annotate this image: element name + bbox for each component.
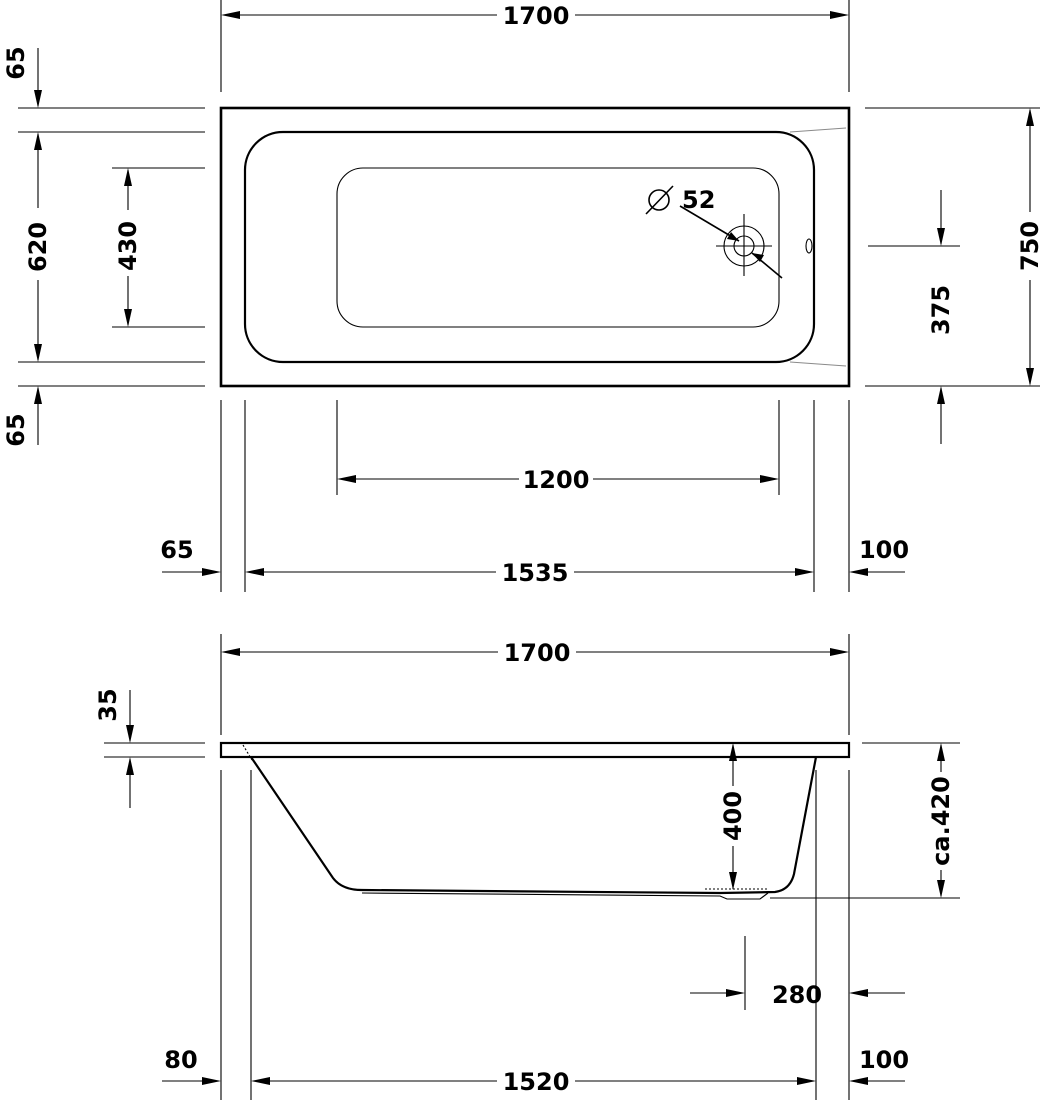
rim-bottom-label: 65	[2, 413, 30, 446]
floor-length-label: 1200	[523, 466, 590, 494]
dim-overall-width	[1014, 108, 1046, 386]
dim-floor-width	[112, 168, 144, 327]
top-view: 52 1700 65 620	[2, 0, 1046, 592]
overflow-icon	[805, 238, 813, 254]
dim-overall-length	[220, 0, 850, 92]
rim-thickness-label: 35	[94, 688, 122, 721]
rim-top-label: 65	[2, 46, 30, 79]
drain-offset-label: 375	[927, 285, 955, 335]
overall-width-label: 750	[1016, 221, 1044, 271]
floor-width-label: 430	[114, 221, 142, 271]
overall-length-label: 1700	[503, 2, 570, 30]
rim-right-label: 100	[859, 536, 909, 564]
dim-rim-left	[162, 568, 221, 576]
side-bottom-extension-lines	[220, 770, 850, 1100]
tub-base-line	[361, 892, 769, 900]
side-overall-length-label: 1700	[504, 639, 571, 667]
dim-rim-top	[34, 48, 42, 108]
dim-inner-length	[245, 558, 814, 586]
dim-drain-offset	[937, 190, 945, 444]
dim-side-rim-right	[849, 1077, 905, 1085]
side-view: 1700 35 400	[94, 634, 960, 1100]
inner-length-label: 1535	[502, 559, 569, 587]
diameter-icon	[645, 185, 674, 215]
tub-rim-profile	[219, 741, 851, 759]
dim-depth	[717, 743, 749, 890]
drain-distance-label: 280	[772, 981, 822, 1009]
side-rim-right-label: 100	[859, 1046, 909, 1074]
side-rim-left-label: 80	[164, 1046, 197, 1074]
dim-floor-length	[337, 465, 779, 493]
side-right-extension-lines	[770, 742, 960, 899]
left-extension-lines	[18, 107, 205, 387]
dim-rim-thickness	[126, 690, 134, 808]
inner-width-label: 620	[24, 222, 52, 272]
dim-rim-right	[849, 568, 905, 576]
tub-body-profile	[250, 756, 818, 895]
drain-diameter-label: 52	[682, 186, 715, 214]
tub-corner-shading	[789, 127, 847, 367]
drain-symbol	[679, 205, 783, 279]
dim-side-overall-length	[220, 634, 850, 735]
bottom-extension-lines	[220, 400, 850, 592]
overall-height-label: ca.420	[927, 776, 955, 866]
dim-overall-height	[925, 743, 957, 898]
depth-label: 400	[719, 791, 747, 841]
dim-rim-bottom	[34, 386, 42, 445]
dim-inner-width	[22, 132, 54, 362]
tub-inner-basin	[243, 130, 816, 364]
side-inner-length-label: 1520	[503, 1068, 570, 1096]
rim-left-label: 65	[160, 536, 193, 564]
dim-side-rim-left	[162, 1077, 221, 1085]
tub-floor	[336, 167, 780, 328]
side-left-extension-lines	[104, 742, 205, 758]
tub-outer-rim	[219, 106, 851, 388]
dim-side-inner-length	[251, 1067, 816, 1095]
dim-drain-distance	[690, 989, 905, 997]
rim-dashed-edge	[242, 744, 253, 761]
right-extension-lines	[865, 107, 1040, 387]
